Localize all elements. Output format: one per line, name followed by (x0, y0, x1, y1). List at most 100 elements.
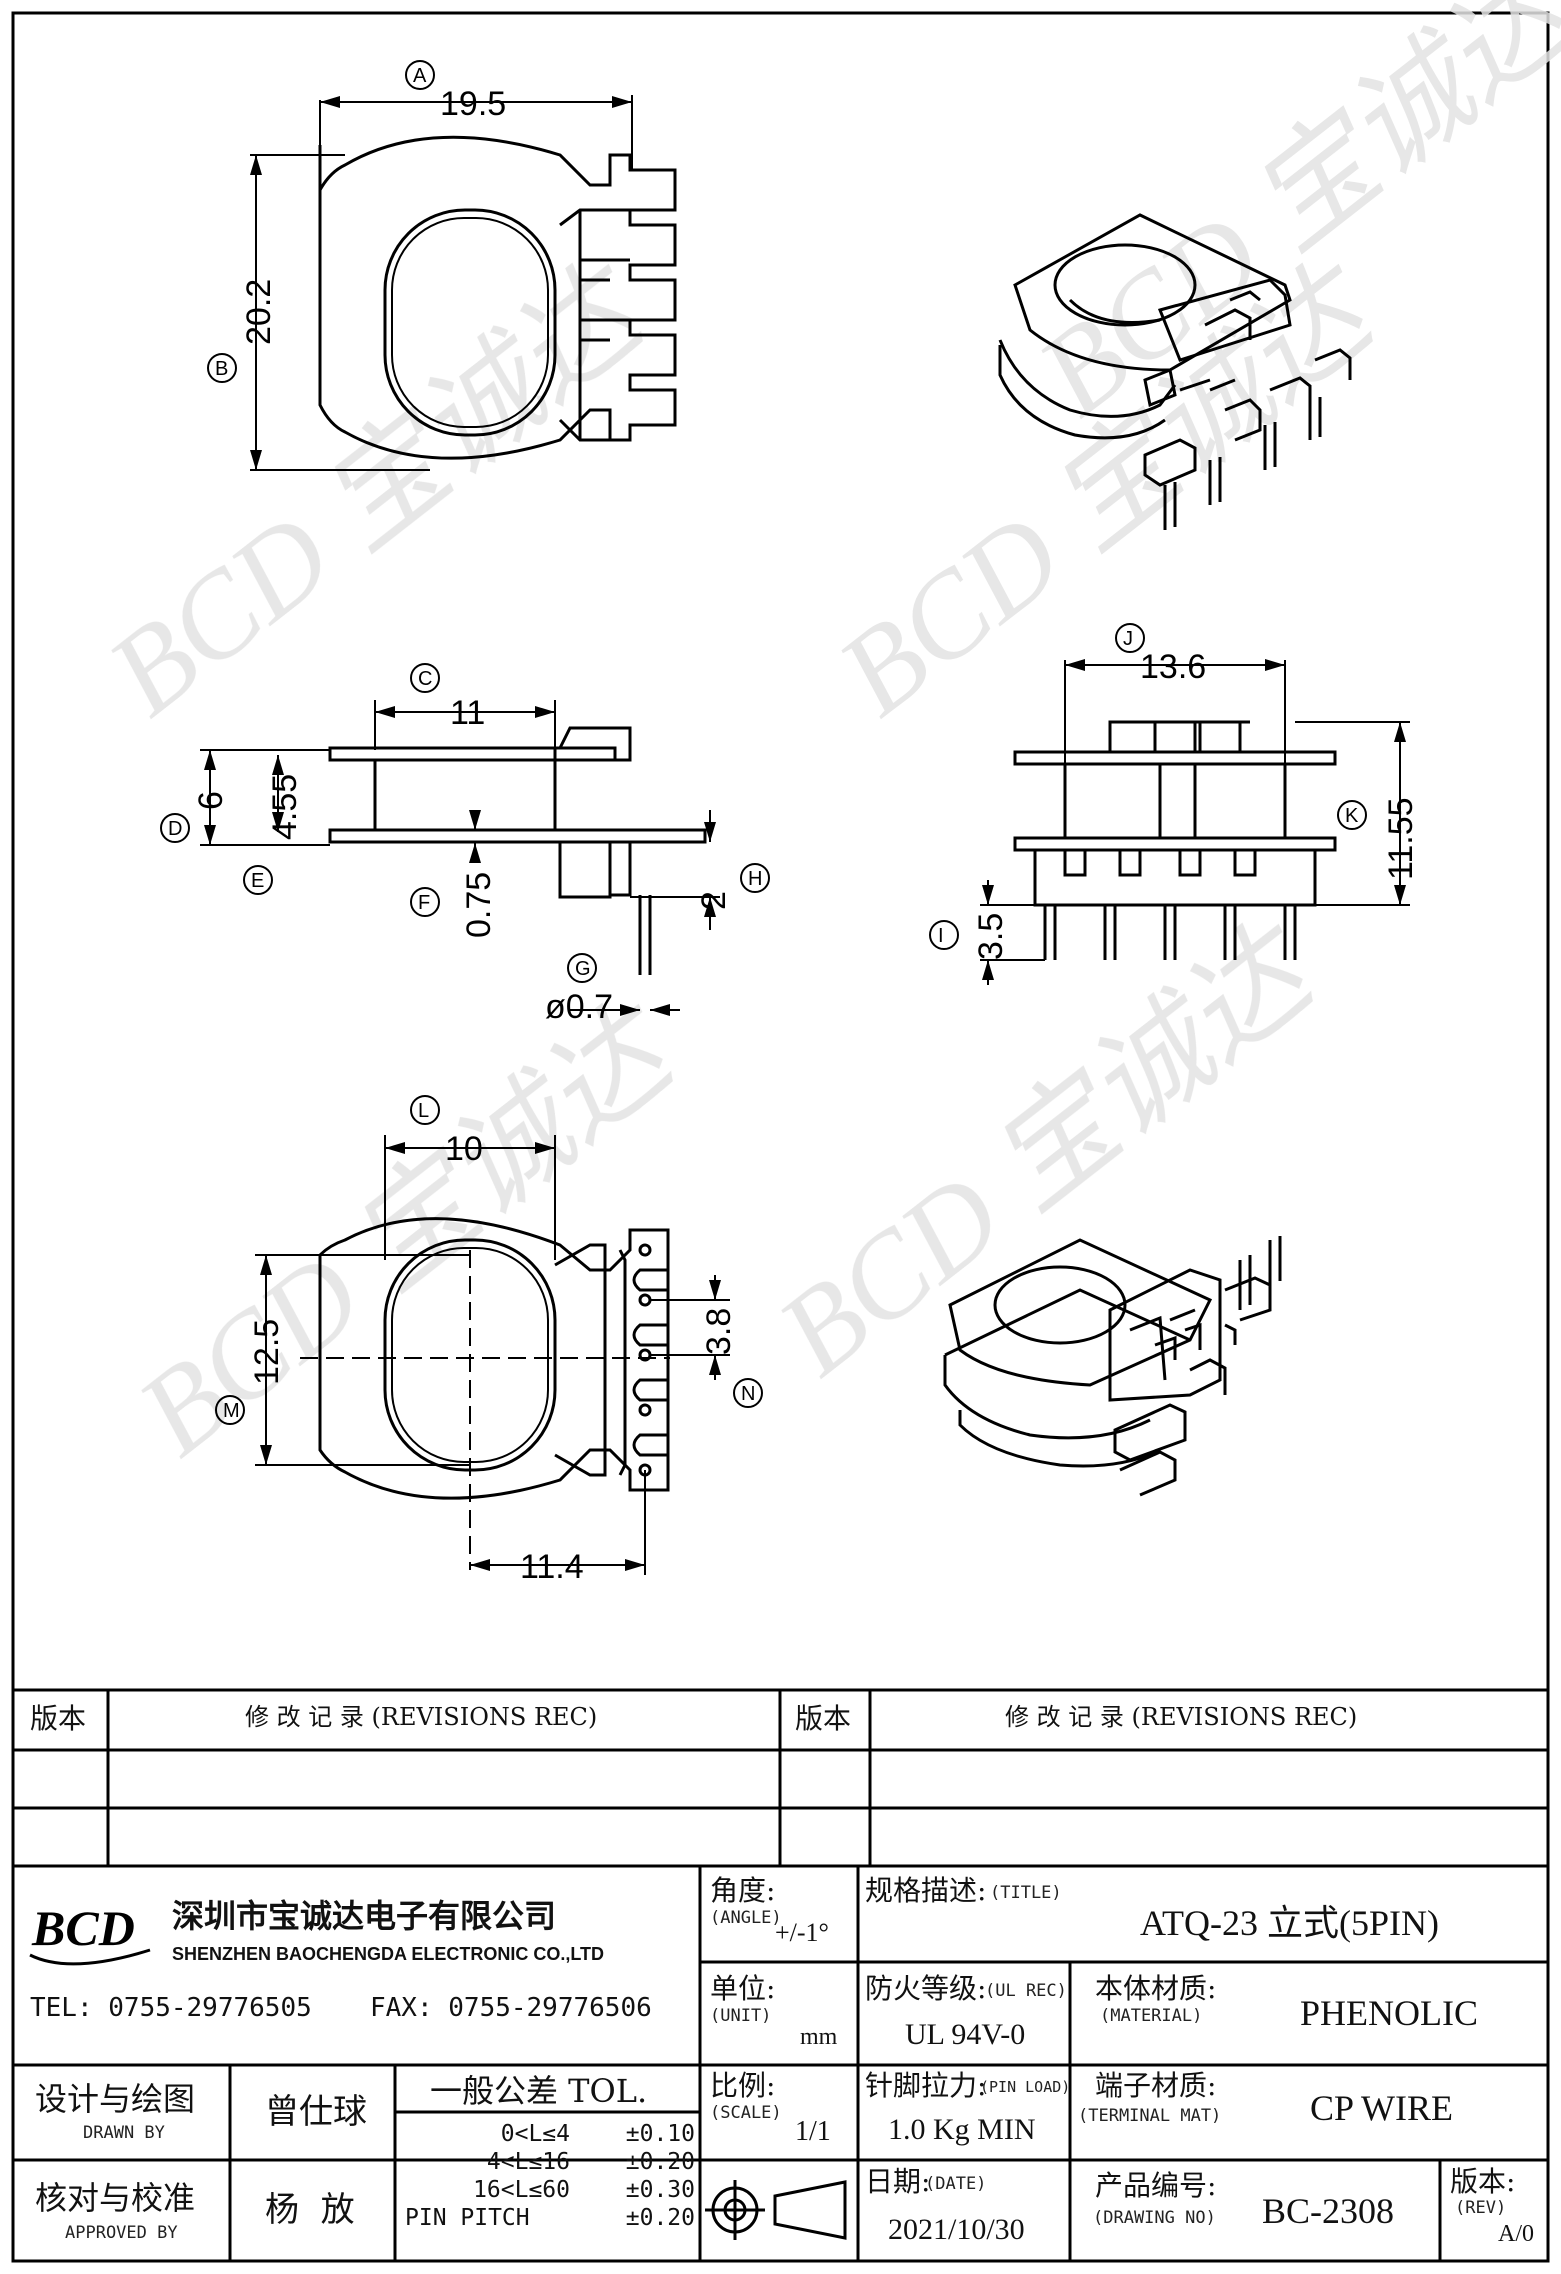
tolerance-row: 16<L≤60 ±0.30 (405, 2176, 695, 2204)
tolerance-header: 一般公差 TOL. (430, 2072, 648, 2110)
rev-label-en: (REV) (1455, 2198, 1507, 2218)
dim-letter-D: D (168, 818, 182, 840)
front-view-dims (929, 623, 1410, 985)
company-tel: TEL: 0755-29776505 (30, 1993, 312, 2023)
scale-value: 1/1 (795, 2116, 831, 2147)
top-view-dims (207, 60, 633, 471)
material-label-en: (MATERIAL) (1100, 2006, 1203, 2026)
drawing-no-label-en: (DRAWING NO) (1093, 2208, 1216, 2228)
unit-label: 单位: (710, 1972, 776, 2005)
dim-letter-I: I (938, 925, 944, 947)
tolerance-value: ±0.20 (625, 2149, 695, 2175)
pinload-value: 1.0 Kg MIN (888, 2113, 1036, 2146)
front-view (1013, 720, 1337, 960)
dim-value-B: 20.2 (240, 279, 278, 345)
dim-value-I: 3.5 (972, 913, 1010, 960)
side-view (328, 726, 707, 975)
dim-value-F: 0.75 (460, 872, 498, 938)
dim-letter-H: H (748, 868, 762, 890)
tolerance-value: ±0.30 (625, 2177, 695, 2203)
rev-records-header-right: 修 改 记 录 (REVISIONS REC) (1005, 1703, 1358, 1731)
approved-by-label-en: APPROVED BY (65, 2223, 178, 2243)
angle-label-en: (ANGLE) (710, 1908, 782, 1928)
dim-letter-L: L (418, 1100, 429, 1122)
tolerance-row: PIN PITCH ±0.20 (405, 2204, 695, 2232)
dim-letter-F: F (418, 892, 430, 914)
company-fax: FAX: 0755-29776506 (370, 1993, 652, 2023)
projection-symbol (705, 2180, 847, 2240)
ul-label-en: (UL REC) (985, 1981, 1067, 2001)
material-value: PHENOLIC (1300, 1993, 1478, 2033)
top-view (318, 135, 677, 460)
scale-label: 比例: (710, 2069, 776, 2102)
title-value: ATQ-23 立式(5PIN) (1140, 1903, 1439, 1943)
dim-letter-M: M (223, 1400, 240, 1422)
drawing-no-value: BC-2308 (1262, 2191, 1395, 2231)
drawn-by-label-en: DRAWN BY (83, 2123, 165, 2143)
dim-value-D-inner: 4.55 (266, 774, 304, 840)
rev-label: 版本: (1450, 2165, 1516, 2198)
rev-value: A/0 (1498, 2221, 1534, 2247)
terminal-label-en: (TERMINAL MAT) (1078, 2106, 1222, 2126)
dim-letter-J: J (1123, 628, 1133, 650)
dim-value-H: 2 (695, 891, 733, 910)
tolerance-list: 0<L≤4 ±0.10 4<L≤16 ±0.20 16<L≤60 ±0.30 P… (405, 2120, 695, 2232)
title-label-en: (TITLE) (990, 1883, 1062, 1903)
date-label-en: (DATE) (925, 2174, 987, 2194)
tolerance-range: 0<L≤4 (500, 2121, 570, 2147)
tolerance-value: ±0.20 (625, 2205, 695, 2231)
title-block-grid (13, 1688, 1548, 2261)
dim-value-W: 11.4 (520, 1548, 584, 1586)
ul-label: 防火等级: (865, 1972, 987, 2005)
dim-value-M: 12.5 (248, 1319, 286, 1385)
watermark-3: BCD 宝诚达 (114, 980, 703, 1481)
iso-view-1 (998, 213, 1352, 530)
watermark-4: BCD 宝诚达 (754, 900, 1343, 1401)
angle-label: 角度: (710, 1874, 776, 1907)
pinload-label: 针脚拉力: (865, 2069, 987, 2102)
company-name-en: SHENZHEN BAOCHENGDA ELECTRONIC CO.,LTD (172, 1944, 604, 1964)
drawn-by-value: 曾仕球 (265, 2092, 367, 2132)
bottom-view-dims (215, 1095, 763, 1575)
rev-records-header-left: 修 改 记 录 (REVISIONS REC) (245, 1703, 598, 1731)
dim-value-C: 11 (450, 694, 485, 732)
title-label: 规格描述: (865, 1874, 987, 1907)
logo-text: BCD (31, 1900, 135, 1956)
approved-by-value: 杨 放 (265, 2190, 355, 2230)
dim-value-G: ø0.7 (545, 988, 613, 1026)
dim-letter-E: E (251, 870, 264, 892)
watermark-1: BCD 宝诚达 (84, 240, 673, 741)
pinload-label-en: (PIN LOAD) (980, 2078, 1071, 2096)
ul-value: UL 94V-0 (905, 2018, 1026, 2051)
company-name-cn: 深圳市宝诚达电子有限公司 (172, 1897, 557, 1935)
date-value: 2021/10/30 (888, 2213, 1025, 2246)
dim-letter-C: C (418, 668, 432, 690)
tolerance-range: 4<L≤16 (486, 2149, 570, 2175)
dim-letter-G: G (575, 958, 591, 980)
dim-value-D: 6 (192, 791, 230, 810)
tolerance-range: PIN PITCH (405, 2205, 530, 2231)
terminal-label: 端子材质: (1095, 2069, 1217, 2102)
side-view-dims (160, 663, 770, 1016)
unit-label-en: (UNIT) (710, 2006, 772, 2026)
dim-letter-K: K (1345, 805, 1359, 827)
angle-value: +/-1° (775, 1918, 829, 1947)
dim-letter-A: A (413, 65, 427, 87)
watermark-group: BCD 宝诚达 BCD 宝诚达 BCD 宝诚达 BCD 宝诚达 BCD 宝诚达 (84, 0, 1561, 1480)
rev-version-header-left: 版本 (30, 1702, 87, 1735)
iso-view-2 (943, 1236, 1282, 1497)
rev-version-header-right: 版本 (795, 1702, 852, 1735)
dim-value-K: 11.55 (1382, 797, 1420, 880)
unit-value: mm (800, 2024, 838, 2050)
approved-by-label: 核对与校准 (35, 2179, 196, 2217)
tolerance-row: 4<L≤16 ±0.20 (405, 2148, 695, 2176)
tolerance-row: 0<L≤4 ±0.10 (405, 2120, 695, 2148)
material-label: 本体材质: (1095, 1972, 1217, 2005)
dim-value-J: 13.6 (1140, 648, 1206, 686)
date-label: 日期: (865, 2165, 931, 2198)
scale-label-en: (SCALE) (710, 2103, 782, 2123)
dim-letter-B: B (215, 358, 228, 380)
terminal-value: CP WIRE (1310, 2088, 1454, 2128)
dim-value-A: 19.5 (440, 85, 506, 123)
